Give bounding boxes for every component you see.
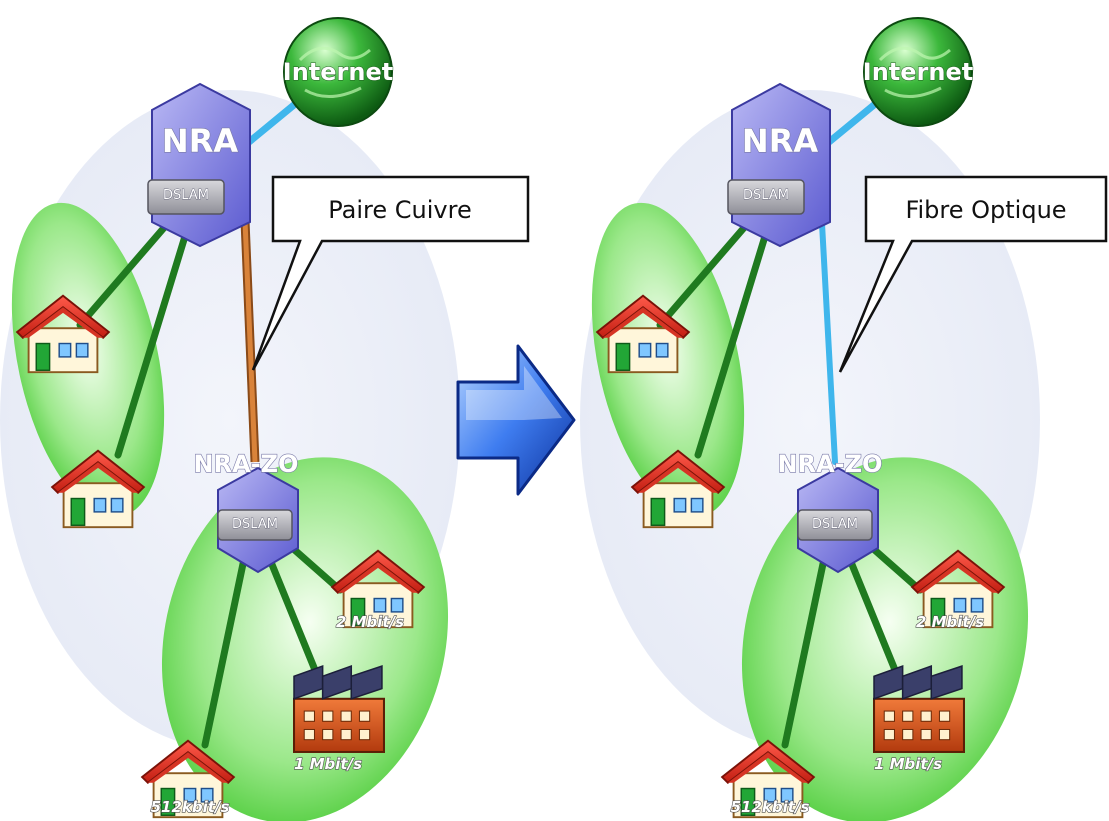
callout-label: Fibre Optique [905, 196, 1066, 224]
callout-copper: Paire Cuivre [251, 175, 530, 371]
server-icon [731, 82, 831, 248]
nrazo-label: NRA-ZO [778, 450, 883, 478]
dslam-box [147, 179, 225, 215]
dslam-label: DSLAM [232, 517, 278, 532]
internet-label: Internet [283, 58, 393, 86]
globe-icon [283, 17, 393, 127]
callout-fiber: Fibre Optique [838, 175, 1108, 373]
dslam-label: DSLAM [163, 188, 209, 203]
internet-globe: Internet [282, 17, 394, 127]
callout-label: Paire Cuivre [328, 196, 471, 224]
arrow-right-icon [456, 344, 576, 496]
panel-copper: Internet NRA DSLAM NRA-ZO DSLAM 2 Mbit/s… [0, 17, 530, 821]
dslam-box [727, 179, 805, 215]
nra-server: NRA DSLAM [727, 82, 831, 248]
speed-label-512kbit: 512kbit/s [731, 798, 810, 816]
speed-label-1mbit: 1 Mbit/s [874, 755, 942, 773]
speed-label-2mbit: 2 Mbit/s [336, 613, 404, 631]
dslam-label: DSLAM [812, 517, 858, 532]
factory-icon [872, 665, 966, 754]
dslam-box [797, 509, 873, 541]
speed-label-2mbit: 2 Mbit/s [916, 613, 984, 631]
nra-server: NRA DSLAM [147, 82, 251, 248]
panel-fiber: Internet NRA DSLAM NRA-ZO DSLAM 2 Mbit/s… [580, 17, 1108, 821]
server-icon [151, 82, 251, 248]
internet-globe: Internet [862, 17, 974, 127]
factory-icon [292, 665, 386, 754]
nrazo-server: NRA-ZO DSLAM [777, 449, 883, 574]
nrazo-server: NRA-ZO DSLAM [193, 449, 299, 574]
dslam-label: DSLAM [743, 188, 789, 203]
nra-label: NRA [162, 122, 238, 160]
internet-label: Internet [863, 58, 973, 86]
dslam-box [217, 509, 293, 541]
speed-label-512kbit: 512kbit/s [151, 798, 230, 816]
nra-label: NRA [742, 122, 818, 160]
transition-arrow [456, 344, 576, 496]
speed-label-1mbit: 1 Mbit/s [294, 755, 362, 773]
nrazo-label: NRA-ZO [194, 450, 299, 478]
green-links [76, 211, 344, 749]
globe-icon [863, 17, 973, 127]
